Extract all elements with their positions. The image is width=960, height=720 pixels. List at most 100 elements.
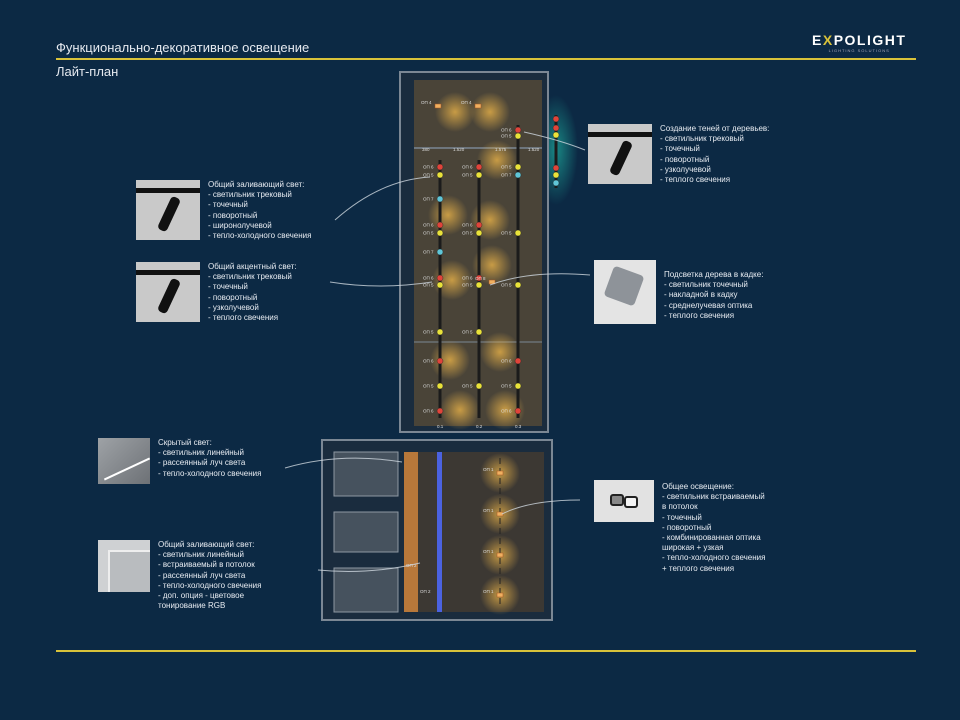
lamp-label: ОП 6: [462, 223, 473, 228]
lamp-label: ОП 6: [423, 165, 434, 170]
light-glow: [472, 245, 512, 285]
track-spotlight-image: [588, 124, 652, 184]
lamp-label: ОП 5: [423, 173, 434, 178]
legend-lines: - светильник трековый - точечный - повор…: [660, 134, 744, 185]
hidden-light-image: [98, 438, 150, 484]
lamp-label: ОП 5: [501, 384, 512, 389]
lamp-label: ОП 6: [423, 223, 434, 228]
lamp-red: [436, 221, 444, 229]
track-label: 0.2: [476, 424, 483, 429]
track-spotlight-image: [136, 262, 200, 322]
fixture-label: ОП 1: [483, 589, 494, 594]
planter-spotlight-image: [594, 260, 656, 324]
lamp-yellow: [436, 382, 444, 390]
lamp-yellow: [436, 229, 444, 237]
light-glow: [485, 390, 525, 430]
dimension-label: 1.575: [495, 147, 507, 152]
light-glow: [477, 140, 517, 180]
dimension-label: 380: [422, 147, 430, 152]
lamp-label: ОП 5: [462, 330, 473, 335]
legend-card-track-accent: Общий акцентный свет:- светильник треков…: [136, 262, 297, 323]
lamp-yellow: [475, 229, 483, 237]
lamp-label: ОП 6: [423, 359, 434, 364]
lamp-label: ОП 6: [501, 128, 512, 133]
lamp-cyan: [514, 171, 522, 179]
lamp-yellow: [552, 131, 560, 139]
track-spotlight-image: [136, 180, 200, 240]
fixture: [434, 103, 442, 109]
pointer-arrows: [284, 131, 591, 572]
light-glow: [470, 92, 510, 132]
light-glow: [428, 195, 468, 235]
lamp-yellow: [436, 281, 444, 289]
lamp-yellow: [514, 163, 522, 171]
light-glow: [432, 260, 472, 300]
lower-room-floor: [404, 452, 544, 612]
lamp-label: ОП 5: [423, 283, 434, 288]
expolight-logo: EXPOLIGHT LIGHTING SOLUTIONS: [812, 32, 906, 53]
lamp-yellow: [514, 229, 522, 237]
lamp-label: ОП 7: [423, 250, 434, 255]
lamp-yellow: [552, 171, 560, 179]
legend-lines: - светильник линейный - рассеянный луч с…: [158, 448, 262, 478]
lamp-red: [514, 357, 522, 365]
light-glow: [480, 332, 520, 372]
logo-x: X: [822, 32, 834, 48]
linear-label: ОП 2: [406, 563, 417, 568]
lamp-label: ОП 5: [423, 231, 434, 236]
fixture-label: ОП 4: [461, 100, 472, 105]
legend-lines: - светильник точечный - накладной в кадк…: [664, 280, 753, 320]
legend-lines: - светильник встраиваемый в потолок - то…: [662, 492, 766, 573]
lamp-label: ОП 5: [501, 134, 512, 139]
track-label: 0.3: [515, 424, 522, 429]
lamp-label: ОП 5: [423, 384, 434, 389]
lamp-red: [436, 274, 444, 282]
lamp-cyan: [436, 248, 444, 256]
logo-text: E: [812, 32, 823, 48]
dimension-label: 1.520: [528, 147, 540, 152]
hidden-light-strip: [404, 452, 418, 612]
dimension-label: 1.520: [453, 147, 465, 152]
legend-lines: - светильник линейный - встраиваемый в п…: [158, 550, 262, 611]
fixture-label: ОП 8: [475, 276, 486, 281]
legend-heading: Общий заливающий свет:: [158, 540, 255, 549]
legend-card-planter-light: Подсветка дерева в кадке:- светильник то…: [594, 260, 763, 324]
legend-heading: Создание теней от деревьев:: [660, 124, 770, 133]
track-label: 0.1: [437, 424, 444, 429]
lamp-yellow: [514, 132, 522, 140]
lamp-label: ОП 5: [462, 283, 473, 288]
light-glow: [435, 92, 475, 132]
legend-card-track-flood: Общий заливающий свет:- светильник треко…: [136, 180, 311, 241]
lamp-label: ОП 6: [423, 409, 434, 414]
lamp-yellow: [475, 382, 483, 390]
lamp-label: ОП 5: [501, 231, 512, 236]
lamp-red: [552, 115, 560, 123]
legend-heading: Общий акцентный свет:: [208, 262, 297, 271]
lamp-label: ОП 6: [462, 165, 473, 170]
lamp-red: [514, 126, 522, 134]
lamp-label: ОП 5: [501, 165, 512, 170]
lamp-yellow: [514, 382, 522, 390]
lamp-red: [552, 164, 560, 172]
lamp-label: ОП 5: [462, 384, 473, 389]
lamp-yellow: [475, 171, 483, 179]
lamp-red: [436, 163, 444, 171]
lamp-red: [475, 274, 483, 282]
legend-card-tree-shadows: Создание теней от деревьев:- светильник …: [588, 124, 769, 185]
lamp-label: ОП 7: [501, 173, 512, 178]
legend-lines: - светильник трековый - точечный - повор…: [208, 272, 292, 323]
fixture: [496, 592, 504, 598]
window-box: [333, 451, 399, 497]
lamp-red: [552, 124, 560, 132]
lamp-label: ОП 5: [501, 283, 512, 288]
window-box: [333, 567, 399, 613]
lamp-yellow: [475, 281, 483, 289]
logo-subtitle: LIGHTING SOLUTIONS: [828, 48, 890, 53]
lamp-cyan: [436, 195, 444, 203]
lamp-red: [436, 407, 444, 415]
recessed-light-image: [594, 480, 654, 522]
lamp-red: [514, 407, 522, 415]
page-subtitle: Лайт-план: [56, 64, 119, 79]
lamp-label: ОП 6: [501, 409, 512, 414]
